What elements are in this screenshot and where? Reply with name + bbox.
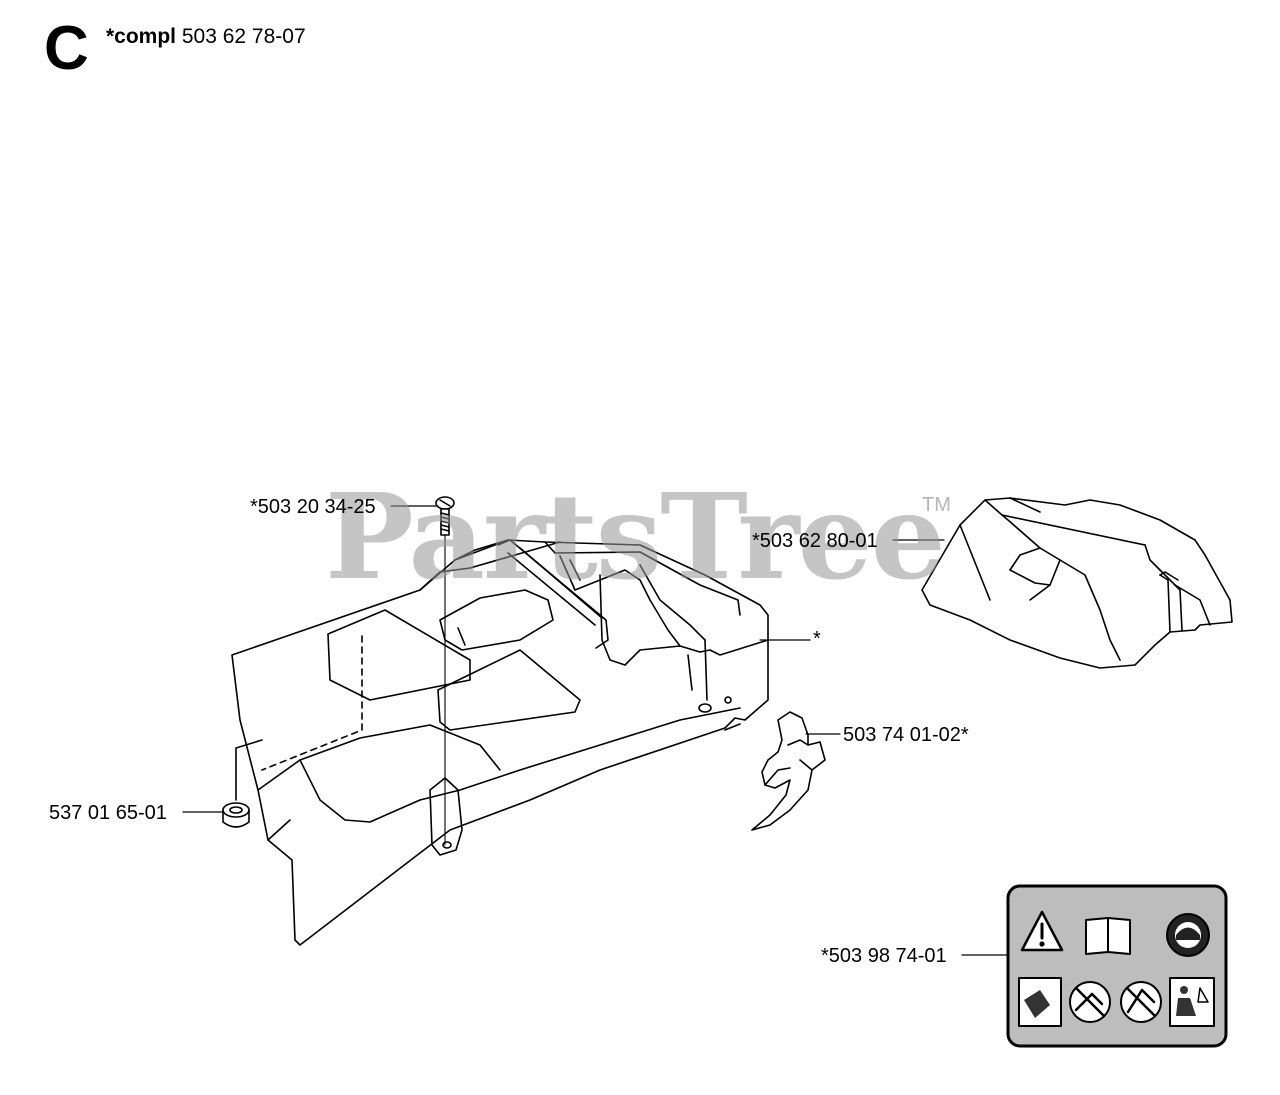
warning-decal[interactable]: [1006, 884, 1228, 1048]
watermark-trademark: TM: [922, 494, 951, 516]
watermark: PartsTree: [325, 467, 946, 606]
grommet-part[interactable]: [222, 739, 263, 828]
section-letter: C: [44, 14, 89, 83]
top-cover[interactable]: [921, 497, 1233, 669]
callout-grommet[interactable]: 537 01 65-01: [49, 802, 167, 824]
callout-clip[interactable]: 503 74 01-02*: [843, 724, 969, 746]
assembly-header: *compl 503 62 78-07: [106, 26, 306, 47]
callout-top-cover[interactable]: *503 62 80-01: [752, 530, 878, 552]
assembly-part-number: 503 62 78-07: [181, 25, 306, 48]
main-cover[interactable]: [231, 539, 769, 946]
screw-part[interactable]: [435, 496, 455, 846]
clip-part[interactable]: [751, 711, 826, 831]
callout-main-cover[interactable]: *: [813, 628, 821, 650]
assembly-prefix: *compl: [106, 25, 177, 48]
callout-screw[interactable]: *503 20 34-25: [250, 496, 376, 518]
callout-decal[interactable]: *503 98 74-01: [821, 945, 947, 967]
